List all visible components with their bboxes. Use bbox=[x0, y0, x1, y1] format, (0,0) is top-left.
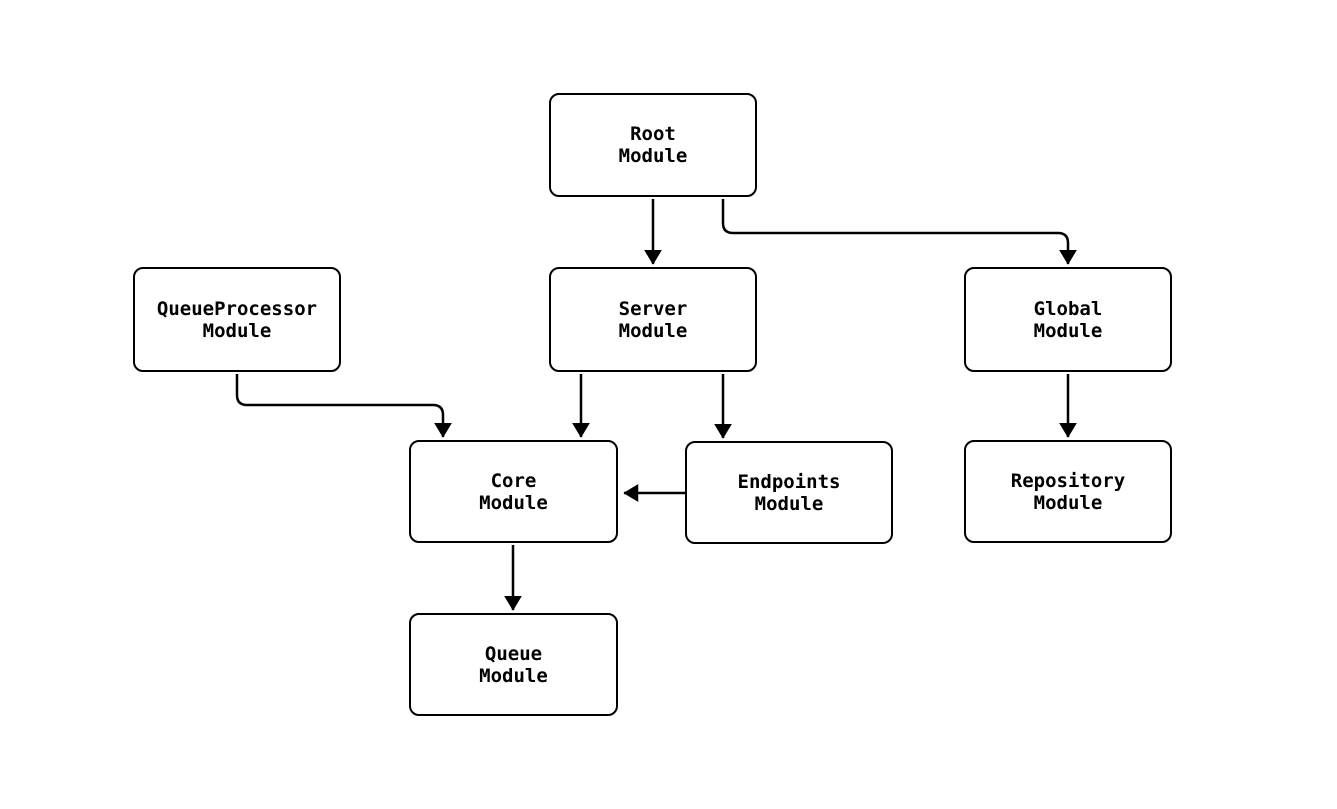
node-queue-processor-module: QueueProcessor Module bbox=[133, 267, 341, 372]
node-queue-module: Queue Module bbox=[409, 613, 618, 716]
node-endpoints-module-label: Endpoints Module bbox=[737, 470, 841, 515]
node-global-module-label: Global Module bbox=[1033, 297, 1103, 342]
node-server-module: Server Module bbox=[549, 267, 757, 372]
node-repository-module-label: Repository Module bbox=[1010, 469, 1126, 514]
node-queue-module-label: Queue Module bbox=[479, 642, 548, 687]
node-server-module-label: Server Module bbox=[618, 297, 688, 342]
edge-queue-processor-to-core bbox=[235, 374, 452, 438]
node-global-module: Global Module bbox=[964, 267, 1172, 372]
node-endpoints-module: Endpoints Module bbox=[685, 441, 893, 544]
node-root-module-label: Root Module bbox=[618, 123, 688, 167]
edge-root-to-global bbox=[721, 199, 1077, 265]
node-queue-processor-module-label: QueueProcessor Module bbox=[156, 297, 318, 342]
node-repository-module: Repository Module bbox=[964, 440, 1172, 543]
node-core-module: Core Module bbox=[409, 440, 618, 543]
node-core-module-label: Core Module bbox=[479, 469, 548, 514]
node-root-module: Root Module bbox=[549, 93, 757, 197]
